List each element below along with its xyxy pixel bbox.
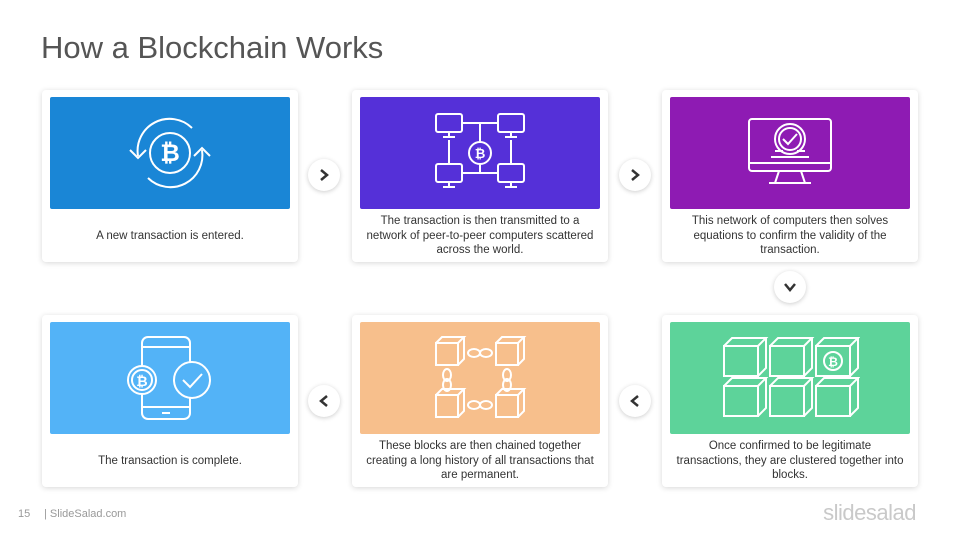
chevron-right-icon (619, 159, 651, 191)
step-3-panel (670, 97, 910, 209)
svg-text:₿: ₿ (475, 146, 486, 161)
slide-title: How a Blockchain Works (41, 30, 384, 65)
step-5-panel (360, 322, 600, 434)
step-2-panel: ₿ (360, 97, 600, 209)
chained-blocks-icon (435, 336, 527, 418)
network-icon: ₿ (435, 113, 525, 188)
step-3-text: This network of computers then solves eq… (691, 215, 889, 257)
step-1-text: A new transaction is entered. (96, 229, 244, 242)
step-4-panel: ₿ (670, 322, 910, 434)
slidesalad-logo: slidesalad (823, 500, 916, 525)
chevron-left-icon (308, 385, 340, 417)
footer-site-link: | SlideSalad.com (44, 508, 127, 520)
phone-check-icon: ₿ (127, 336, 211, 420)
chevron-right-icon (308, 159, 340, 191)
step-2-text: The transaction is then transmitted to a… (366, 215, 594, 257)
step-card-6: ₿ The transaction is complete. (42, 315, 298, 487)
step-card-1: ₿ A new transaction is entered. (42, 90, 298, 262)
step-card-2: ₿ The transaction is then transmitted to… (352, 90, 608, 262)
svg-text:₿: ₿ (136, 373, 147, 389)
step-6-text: The transaction is complete. (98, 454, 242, 467)
step-1-panel: ₿ (50, 97, 290, 209)
chevron-left-icon (619, 385, 651, 417)
step-card-3: This network of computers then solves eq… (662, 90, 918, 262)
bitcoin-cycle-icon: ₿ (129, 117, 211, 189)
chevron-down-icon (774, 271, 806, 303)
blocks-cluster-icon: ₿ (723, 337, 860, 417)
step-4-text: Once confirmed to be legitimate transact… (676, 440, 904, 482)
step-card-4: ₿ Once confirmed to be legitimate transa… (662, 315, 918, 487)
step-6-panel: ₿ (50, 322, 290, 434)
svg-text:₿: ₿ (160, 140, 180, 167)
step-card-5: These blocks are then chained together c… (352, 315, 608, 487)
svg-text:₿: ₿ (828, 355, 838, 369)
step-5-text: These blocks are then chained together c… (366, 440, 594, 482)
monitor-check-icon (748, 118, 832, 184)
page-number: 15 (18, 508, 31, 520)
